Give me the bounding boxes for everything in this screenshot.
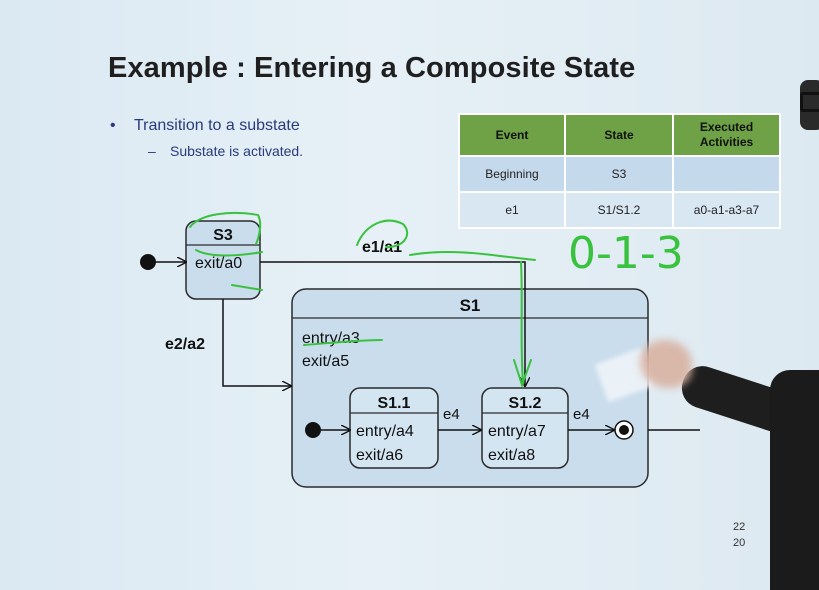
state-s3-action: exit/a0: [195, 255, 242, 272]
label-e2-a2: e2/a2: [165, 336, 205, 353]
state-s1-1-entry: entry/a4: [356, 423, 414, 440]
initial-pseudostate-top: [140, 254, 156, 270]
presenter-glasses: [800, 92, 819, 112]
page-number-top: 22: [733, 521, 745, 533]
state-s1: S1 entry/a3 exit/a5: [292, 289, 648, 487]
state-s1-2-name: S1.2: [509, 395, 542, 412]
label-e4-second: e4: [573, 406, 590, 423]
state-s1-name: S1: [460, 296, 481, 315]
presenter-body: [770, 370, 819, 590]
transition-e2: [223, 299, 291, 386]
initial-pseudostate-inner: [305, 422, 321, 438]
page-number-bottom: 20: [733, 537, 745, 549]
state-s1-2-exit: exit/a8: [488, 447, 535, 464]
state-s1-1-exit: exit/a6: [356, 447, 403, 464]
handwritten-note: 0-1-3: [568, 228, 684, 279]
state-s3-name: S3: [213, 227, 233, 244]
state-s1-2: S1.2 entry/a7 exit/a8: [482, 388, 568, 468]
state-s1-2-entry: entry/a7: [488, 423, 546, 440]
final-state: [615, 421, 633, 439]
state-s1-1-name: S1.1: [378, 395, 411, 412]
label-e1-a1: e1/a1: [362, 239, 402, 256]
state-s1-exit: exit/a5: [302, 353, 349, 370]
state-s1-1: S1.1 entry/a4 exit/a6: [350, 388, 438, 468]
label-e4-first: e4: [443, 406, 460, 423]
